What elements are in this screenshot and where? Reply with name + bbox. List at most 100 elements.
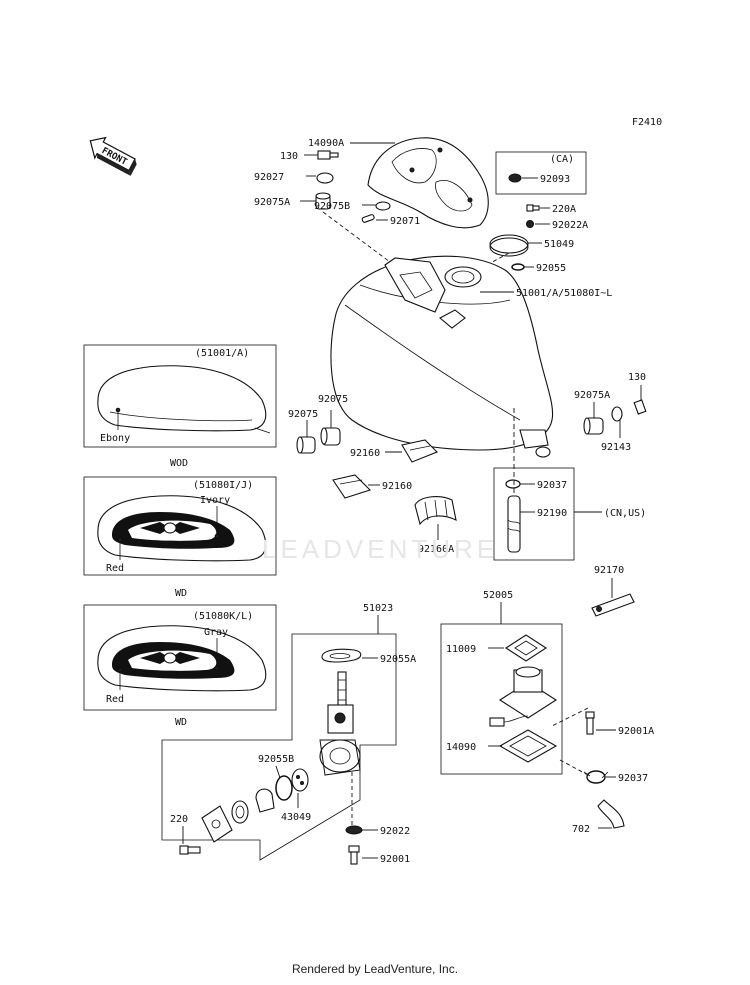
label-92022: 92022 [380, 826, 410, 837]
label-52005: 52005 [483, 590, 513, 601]
variant-1-color: Ebony [100, 433, 130, 444]
label-92055: 92055 [536, 263, 566, 274]
variant-2-code: (51080I/J) [193, 480, 253, 491]
label-92027: 92027 [254, 172, 284, 183]
oring-92055b-part [275, 775, 293, 801]
collar-92143-part [611, 406, 623, 422]
variant-box-3: (51080K/L) Gray Red WD [83, 604, 277, 728]
label-92075a-1: 92075A [254, 197, 290, 208]
label-51023: 51023 [363, 603, 393, 614]
variant-3-caption: WD [175, 717, 187, 728]
label-92170: 92170 [594, 565, 624, 576]
clip-92071-part [361, 214, 375, 223]
damper-92075a-right-part [583, 417, 604, 435]
damper-92075-left-part [296, 436, 316, 454]
variant-3-color2: Gray [204, 627, 228, 638]
label-92001a: 92001A [618, 726, 654, 737]
label-92022a: 92022A [552, 220, 588, 231]
label-220: 220 [170, 814, 188, 825]
gasket-11009-part [504, 634, 548, 662]
variant-box-1: (51001/A) Ebony WOD [83, 344, 277, 469]
bolt-130-right-part [633, 399, 647, 415]
clamp-92037-part [583, 770, 609, 784]
variant-2-caption: WD [175, 588, 187, 599]
collar-92027-part [316, 172, 334, 184]
hose-702-part [597, 799, 625, 829]
strap-92170-part [591, 593, 635, 617]
lever-part [255, 788, 275, 813]
label-92075b-1: 92075B [314, 201, 350, 212]
label-92190: 92190 [537, 508, 567, 519]
clip-92093-part [508, 173, 522, 183]
hose-92190-part [507, 495, 521, 553]
variant-box-2: (51080I/J) Ivory Red WD [83, 476, 277, 599]
clamp-92160-lower-part [332, 474, 372, 499]
cnus-label: (CN,US) [604, 508, 646, 519]
figure-code: F2410 [632, 117, 662, 128]
screw-220-part [179, 845, 201, 855]
fuel-tank-part [330, 255, 554, 458]
label-92055b: 92055B [258, 754, 294, 765]
variant-1-code: (51001/A) [195, 348, 249, 359]
label-92055a: 92055A [380, 654, 416, 665]
variant-1-caption: WOD [170, 458, 188, 469]
washer-92022-part [345, 825, 363, 835]
cover-14090-part [498, 729, 558, 763]
label-92075-b: 92075 [318, 394, 348, 405]
variant-2-color2: Ivory [200, 495, 230, 506]
label-92075a-2: 92075A [574, 390, 610, 401]
variant-3-code: (51080K/L) [193, 611, 253, 622]
tank-outline-1 [97, 365, 267, 432]
cover-plate-part [201, 805, 233, 843]
clamp-92160a-part [414, 496, 457, 526]
label-92075: 92075 [288, 409, 318, 420]
footer-credit: Rendered by LeadVenture, Inc. [291, 962, 459, 976]
dash-cover-part [367, 137, 489, 229]
label-92143: 92143 [601, 442, 631, 453]
cap-51049-part [489, 234, 529, 257]
label-92160-b: 92160 [382, 481, 412, 492]
label-220a: 220A [552, 204, 576, 215]
fuel-cock-outline [161, 633, 397, 861]
clamp-92160-upper-part [401, 439, 438, 463]
label-14090a: 14090A [308, 138, 344, 149]
label-51001: 51001/A/51080I~L [516, 288, 612, 299]
grommet-92075b-part [375, 201, 391, 211]
label-51049: 51049 [544, 239, 574, 250]
label-14090: 14090 [446, 742, 476, 753]
label-130a: 130 [280, 151, 298, 162]
oring-92055-part [511, 263, 525, 271]
bolt-92001-part [348, 845, 360, 865]
label-92160: 92160 [350, 448, 380, 459]
screw-220a-part [526, 204, 540, 212]
cnus-box [493, 467, 575, 561]
variant-2-color1: Red [106, 563, 124, 574]
label-702: 702 [572, 824, 590, 835]
gasket-92055a-part [321, 648, 362, 663]
label-11009: 11009 [446, 644, 476, 655]
fuel-pump-box [440, 623, 563, 775]
label-43049: 43049 [281, 812, 311, 823]
bolt-92001a-part [585, 711, 595, 735]
damper-92075-right-part [320, 427, 341, 446]
label-92093: 92093 [540, 174, 570, 185]
washer-92022a-part [526, 220, 534, 228]
clip-92037-part [505, 479, 521, 489]
label-130b: 130 [628, 372, 646, 383]
ca-label: (CA) [550, 154, 574, 165]
diaphragm-43049-part [291, 768, 309, 792]
fuel-cock-part [319, 671, 361, 776]
damper-92075a-part [315, 192, 331, 210]
label-92037: 92037 [537, 480, 567, 491]
label-92037-b: 92037 [618, 773, 648, 784]
ca-box [495, 151, 587, 195]
fuel-pump-part [489, 666, 558, 727]
gasket-part [231, 800, 249, 824]
front-arrow-icon: FRONT [89, 136, 137, 176]
variant-3-color1: Red [106, 694, 124, 705]
label-92160a: 92160A [418, 544, 454, 555]
label-92071: 92071 [390, 216, 420, 227]
label-92001: 92001 [380, 854, 410, 865]
